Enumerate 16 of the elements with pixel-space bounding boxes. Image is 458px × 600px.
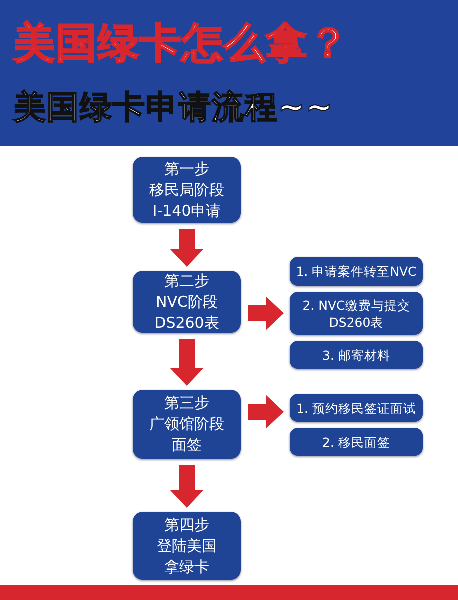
sub-step-box: 3. 邮寄材料	[290, 341, 423, 369]
arrow	[248, 395, 284, 429]
step-box: 第一步 移民局阶段 I-140申请	[133, 157, 241, 223]
title: 美国绿卡怎么拿？	[14, 18, 350, 69]
arrow	[170, 465, 204, 508]
arrow	[248, 296, 284, 330]
step-box: 第四步 登陆美国 拿绿卡	[133, 512, 241, 580]
sub-step-box: 1. 预约移民签证面试	[290, 394, 423, 422]
arrow	[170, 339, 204, 386]
sub-step-box: 2. 移民面签	[290, 428, 423, 456]
step-box: 第二步 NVC阶段 DS260表	[133, 271, 241, 333]
step-box: 第三步 广领馆阶段 面签	[133, 390, 241, 459]
sub-step-box: 1. 申请案件转至NVC	[290, 257, 423, 286]
arrow	[170, 229, 204, 267]
sub-step-box: 2. NVC缴费与提交 DS260表	[290, 292, 423, 335]
subtitle: 美国绿卡申请流程~~	[14, 87, 334, 128]
